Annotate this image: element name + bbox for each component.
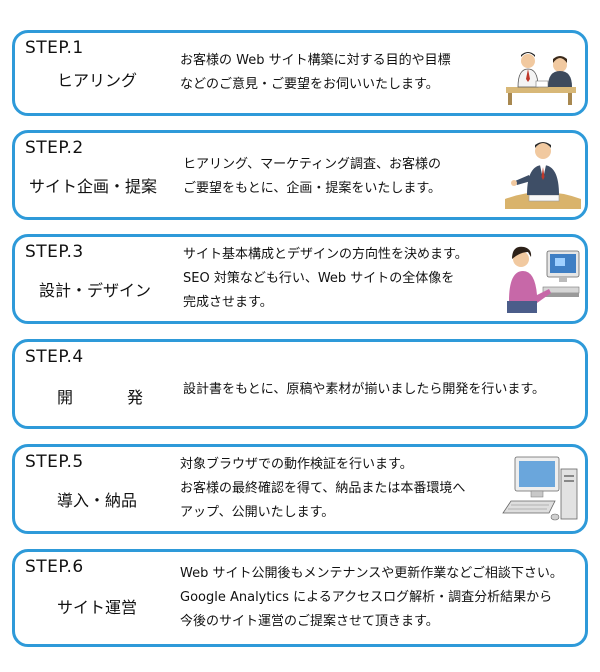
step-description: Web サイト公開後もメンテナンスや更新作業などご相談下さい。 Google A…: [180, 562, 563, 634]
step-name: サイト企画・提案: [29, 177, 158, 196]
step-description: お客様の Web サイト構築に対する目的や目標 などのご意見・ご要望をお伺いいた…: [180, 49, 451, 97]
step-label: STEP.5: [25, 452, 84, 472]
step-description: 設計書をもとに、原稿や素材が揃いましたら開発を行います。: [183, 378, 545, 402]
step-name: 開 発: [57, 384, 153, 408]
desktop-computer-illustration-icon: [502, 456, 578, 521]
description-line: などのご意見・ご要望をお伺いいたします。: [180, 77, 439, 92]
step-2-card: STEP.2 サイト企画・提案 ヒアリング、マーケティング調査、お客様の ご要望…: [12, 130, 588, 220]
step-label: STEP.4: [25, 347, 84, 367]
step-label: STEP.2: [25, 138, 84, 158]
description-line: 対象ブラウザでの動作検証を行います。: [180, 457, 413, 472]
step-name: サイト運営: [57, 598, 138, 617]
step-description: ヒアリング、マーケティング調査、お客様の ご要望をもとに、企画・提案をいたします…: [183, 153, 441, 201]
step-description: 対象ブラウザでの動作検証を行います。 お客様の最終確認を得て、納品または本番環境…: [180, 453, 465, 525]
step-3-card: STEP.3 設計・デザイン サイト基本構成とデザインの方向性を決めます。 SE…: [12, 234, 588, 324]
step-name-part: 開: [57, 388, 74, 407]
description-line: Web サイト公開後もメンテナンスや更新作業などご相談下さい。: [180, 566, 563, 581]
step-name: 導入・納品: [57, 491, 138, 510]
step-4-card: STEP.4 開 発 設計書をもとに、原稿や素材が揃いましたら開発を行います。: [12, 339, 588, 429]
meeting-illustration-icon: [506, 52, 576, 105]
description-line: SEO 対策なども行い、Web サイトの全体像を: [183, 271, 455, 286]
presenter-illustration-icon: [505, 142, 581, 209]
step-label: STEP.6: [25, 557, 84, 577]
description-line: 今後のサイト運営のご提案させて頂きます。: [180, 614, 439, 629]
description-line: 設計書をもとに、原稿や素材が揃いましたら開発を行います。: [183, 382, 546, 397]
description-line: 完成させます。: [183, 295, 273, 310]
description-line: ヒアリング、マーケティング調査、お客様の: [183, 157, 442, 172]
description-line: ご要望をもとに、企画・提案をいたします。: [183, 181, 442, 196]
step-label: STEP.3: [25, 242, 84, 262]
description-line: アップ、公開いたします。: [180, 505, 335, 520]
description-line: お客様の最終確認を得て、納品または本番環境へ: [180, 481, 466, 496]
step-name: 設計・デザイン: [39, 281, 152, 300]
description-line: サイト基本構成とデザインの方向性を決めます。: [183, 247, 468, 262]
description-line: お客様の Web サイト構築に対する目的や目標: [180, 53, 451, 68]
step-description: サイト基本構成とデザインの方向性を決めます。 SEO 対策なども行い、Web サ…: [183, 243, 468, 315]
description-line: Google Analytics によるアクセスログ解析・調査分析結果から: [180, 590, 553, 605]
step-name: ヒアリング: [57, 71, 138, 90]
step-name-part: 発: [127, 388, 144, 407]
designer-at-computer-illustration-icon: [507, 246, 580, 313]
step-label: STEP.1: [25, 38, 84, 58]
step-1-card: STEP.1 ヒアリング お客様の Web サイト構築に対する目的や目標 などの…: [12, 30, 588, 116]
step-6-card: STEP.6 サイト運営 Web サイト公開後もメンテナンスや更新作業などご相談…: [12, 549, 588, 647]
step-5-card: STEP.5 導入・納品 対象ブラウザでの動作検証を行います。 お客様の最終確認…: [12, 444, 588, 534]
